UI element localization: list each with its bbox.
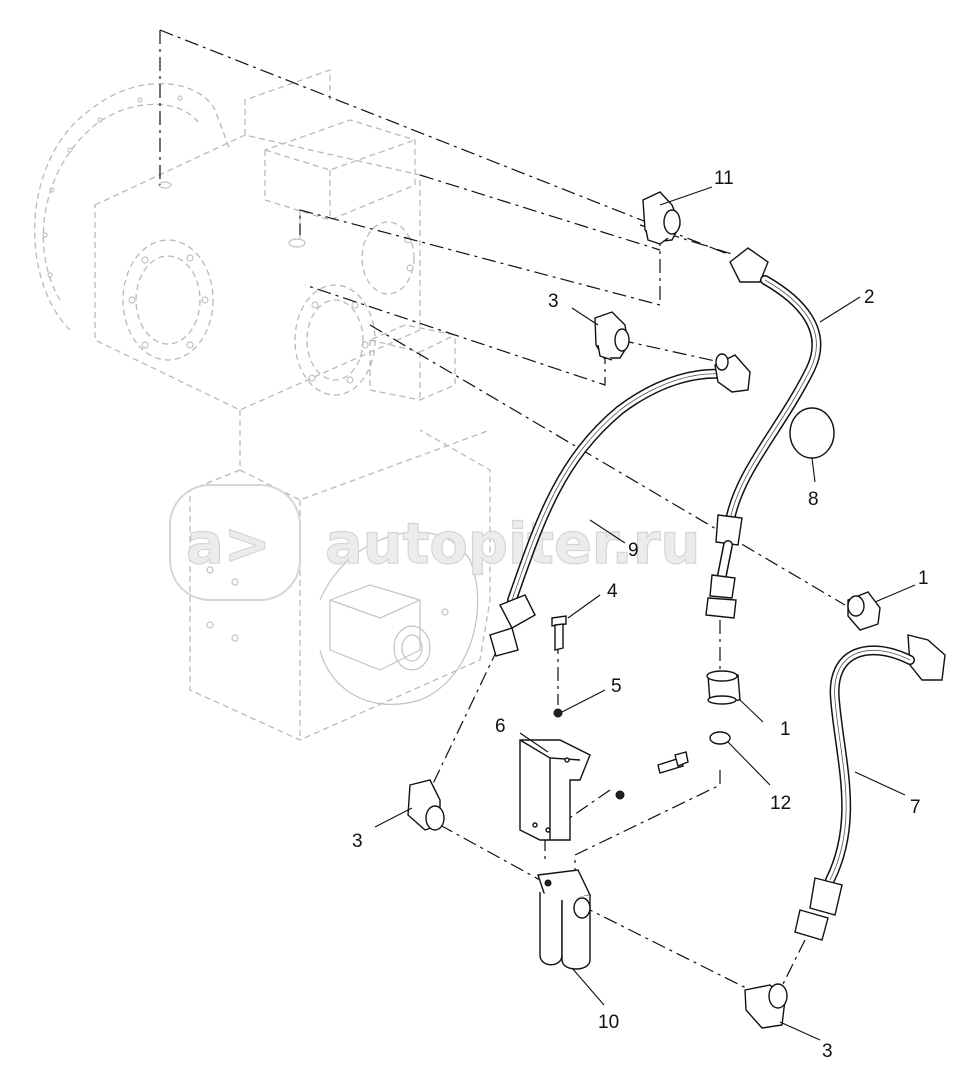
bolt-side: [615, 751, 689, 800]
callout-3-lower-right: 3: [822, 1041, 833, 1062]
callout-4: 4: [607, 581, 618, 602]
elbow-fitting-3-upper: [594, 311, 630, 361]
callout-7: 7: [910, 797, 921, 818]
callout-8: 8: [808, 489, 819, 510]
callout-10: 10: [598, 1012, 619, 1033]
leader-lines: [374, 186, 916, 1041]
callout-3-upper: 3: [548, 291, 559, 312]
watermark-logo: a>: [186, 512, 271, 577]
hose-2: [705, 247, 822, 619]
watermark-logo-frame: [169, 484, 301, 601]
adapter-1-center: [706, 670, 741, 705]
assembly-lines: [159, 29, 846, 1001]
elbow-fitting-3-lower-right: [744, 983, 788, 1029]
callout-2: 2: [864, 287, 875, 308]
callout-1-right: 1: [918, 568, 929, 589]
elbow-fitting-3-lower-left: [407, 779, 445, 831]
o-ring-12: [709, 731, 731, 745]
transmission-housing-ghost: [34, 69, 491, 741]
washer-5: [553, 708, 563, 718]
callouts: 11 3 2 8 9 1 4 5 1 6 12 3 7 10 3: [352, 168, 929, 1062]
watermark-site: autopiter.ru: [325, 512, 700, 577]
bracket-6: [519, 739, 591, 841]
watermark: a> autopiter.ru: [169, 484, 701, 601]
hose-7: [794, 634, 946, 941]
bolt-4: [551, 615, 567, 651]
filter-10: [537, 869, 592, 970]
callout-5: 5: [611, 676, 622, 697]
o-ring-8: [789, 407, 835, 459]
callout-12: 12: [770, 793, 791, 814]
callout-11: 11: [714, 168, 734, 189]
callout-1-center: 1: [780, 719, 791, 740]
elbow-fitting-11: [642, 191, 681, 245]
callout-6: 6: [495, 716, 506, 737]
callout-9: 9: [628, 540, 639, 561]
adapter-1-right: [847, 591, 881, 631]
hose-9: [489, 353, 751, 657]
callout-3-lower-left: 3: [352, 831, 363, 852]
